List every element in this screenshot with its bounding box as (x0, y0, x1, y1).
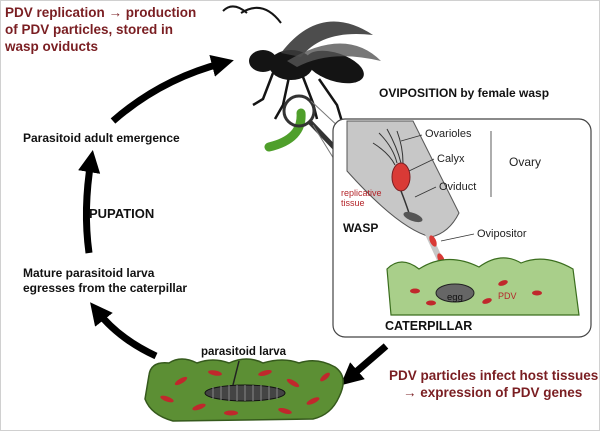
parasitoid-larva-label: parasitoid larva (201, 346, 287, 358)
egg-label: egg (447, 292, 463, 303)
pdv-label: PDV (498, 291, 517, 301)
ovarioles-label: Ovarioles (425, 128, 472, 140)
ovipositor-label: Ovipositor (477, 228, 527, 240)
wasp-icon (222, 5, 381, 126)
green-larva-icon (264, 108, 306, 152)
egg-shape (435, 283, 475, 303)
ovary-label: Ovary (509, 155, 542, 169)
pdv-replication-label: PDV replication → production of PDV part… (5, 5, 197, 54)
wasp-label: WASP (343, 221, 379, 235)
calyx-shape (391, 162, 411, 192)
oviduct-egg (403, 211, 423, 223)
cycle-arrow-icon (110, 54, 234, 124)
calyx-label: Calyx (437, 153, 465, 165)
caterpillar-slice (386, 257, 580, 316)
mature-larva-label: Mature parasitoid larva egresses from th… (23, 266, 188, 295)
oviposition-label: OVIPOSITION by female wasp (379, 86, 550, 100)
pdv-infect-label: PDV particles infect host tissues → expr… (389, 368, 599, 400)
replicative-tissue-label: replicative tissue (341, 188, 382, 208)
parasitoid-larva-icon (204, 384, 286, 402)
adult-emergence-label: Parasitoid adult emergence (23, 131, 180, 145)
ovarioles-shape (372, 128, 404, 166)
cycle-arrow-icon (78, 149, 101, 254)
pupation-label: PUPATION (89, 206, 155, 221)
cycle-arrow-icon (90, 302, 158, 360)
caterpillar-label: CATERPILLAR (385, 319, 473, 333)
cycle-arrow-icon (340, 343, 389, 386)
oviduct-label: Oviduct (439, 181, 477, 193)
